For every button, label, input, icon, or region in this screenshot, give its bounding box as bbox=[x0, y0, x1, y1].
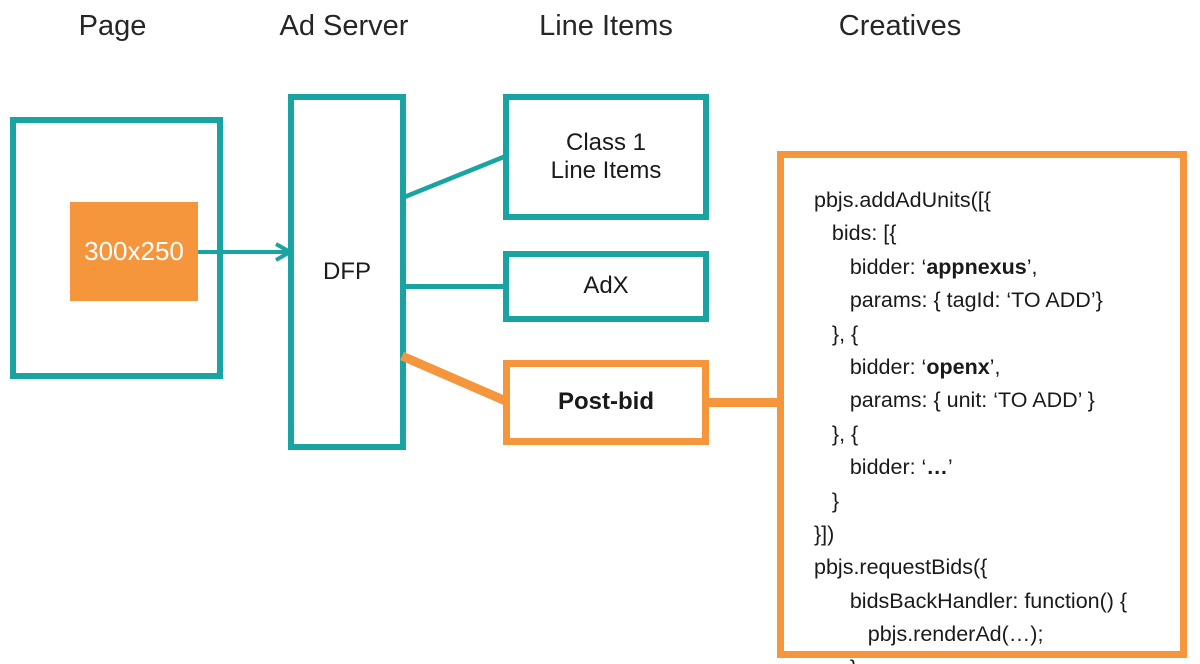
line-item-class1-label-line1: Class 1 bbox=[565, 128, 647, 156]
code-token: params: { tagId: ‘TO ADD’} bbox=[849, 288, 1103, 313]
line-item-box-class1: Class 1 Line Items bbox=[503, 94, 709, 220]
column-heading-ad-server: Ad Server bbox=[279, 10, 409, 42]
creative-slot-300x250: 300x250 bbox=[70, 202, 198, 301]
code-token: } bbox=[850, 656, 857, 664]
connector-page-to-dfp bbox=[198, 250, 290, 254]
code-token: }, { bbox=[831, 321, 859, 346]
code-line: bidsBackHandler: function() { bbox=[814, 585, 1162, 618]
line-item-class1-label-line2: Line Items bbox=[550, 157, 662, 184]
code-token-bold: appnexus bbox=[926, 254, 1027, 279]
code-body: pbjs.addAdUnits([{ bids: [{ bidder: ‘app… bbox=[814, 184, 1162, 664]
code-token-bold: openx bbox=[926, 355, 990, 380]
code-line: }, { bbox=[814, 418, 1162, 451]
code-token: ’ bbox=[947, 455, 953, 480]
code-line: bids: [{ bbox=[814, 217, 1162, 250]
code-token: ’, bbox=[1026, 254, 1038, 279]
code-token: bidsBackHandler: function() { bbox=[849, 588, 1128, 613]
connector-dfp-to-class1 bbox=[401, 153, 507, 201]
ad-server-label: DFP bbox=[323, 257, 371, 285]
creatives-code-panel: pbjs.addAdUnits([{ bids: [{ bidder: ‘app… bbox=[777, 151, 1187, 664]
creative-slot-label: 300x250 bbox=[84, 236, 184, 266]
code-token: params: { unit: ‘TO ADD’ } bbox=[849, 388, 1095, 413]
code-line: } bbox=[814, 485, 1162, 518]
line-item-box-adx: AdX bbox=[503, 251, 709, 322]
code-token: pbjs.addAdUnits([{ bbox=[814, 188, 991, 212]
code-token-bold: … bbox=[926, 455, 948, 480]
code-token: bidder: ‘ bbox=[849, 455, 927, 480]
line-item-adx-label: AdX bbox=[583, 272, 629, 300]
code-line: bidder: ‘openx’, bbox=[814, 351, 1162, 384]
code-token: bidder: ‘ bbox=[849, 254, 927, 279]
column-heading-line-items: Line Items bbox=[539, 10, 673, 42]
code-token: bids: [{ bbox=[831, 221, 897, 246]
code-token: }, { bbox=[831, 421, 859, 446]
code-token: pbjs.requestBids({ bbox=[814, 555, 988, 580]
code-line: pbjs.requestBids({ bbox=[814, 551, 1162, 584]
code-line: pbjs.renderAd(…); bbox=[814, 618, 1162, 651]
code-line: bidder: ‘…’ bbox=[814, 451, 1162, 484]
line-item-class1-label: Class 1 Line Items bbox=[551, 129, 662, 186]
code-token: bidder: ‘ bbox=[849, 355, 927, 380]
connector-dfp-to-postbid bbox=[400, 351, 510, 407]
code-token: ’, bbox=[989, 355, 1001, 380]
connector-dfp-to-adx bbox=[402, 284, 506, 289]
code-line: }]) bbox=[814, 518, 1162, 551]
code-line: params: { unit: ‘TO ADD’ } bbox=[814, 384, 1162, 417]
code-token: } bbox=[831, 488, 840, 513]
column-heading-creatives: Creatives bbox=[838, 10, 962, 42]
ad-server-box-dfp: DFP bbox=[288, 94, 406, 450]
code-line: }, { bbox=[814, 318, 1162, 351]
code-line: pbjs.addAdUnits([{ bbox=[814, 184, 1162, 217]
connector-postbid-to-code bbox=[705, 398, 785, 407]
line-item-box-postbid: Post-bid bbox=[503, 360, 709, 445]
code-line: params: { tagId: ‘TO ADD’} bbox=[814, 284, 1162, 317]
column-heading-page: Page bbox=[78, 10, 147, 42]
code-token: }]) bbox=[814, 522, 835, 547]
line-item-postbid-label: Post-bid bbox=[558, 388, 654, 416]
code-line: } bbox=[814, 652, 1162, 664]
code-line: bidder: ‘appnexus’, bbox=[814, 251, 1162, 284]
code-token: pbjs.renderAd(…); bbox=[867, 622, 1044, 647]
